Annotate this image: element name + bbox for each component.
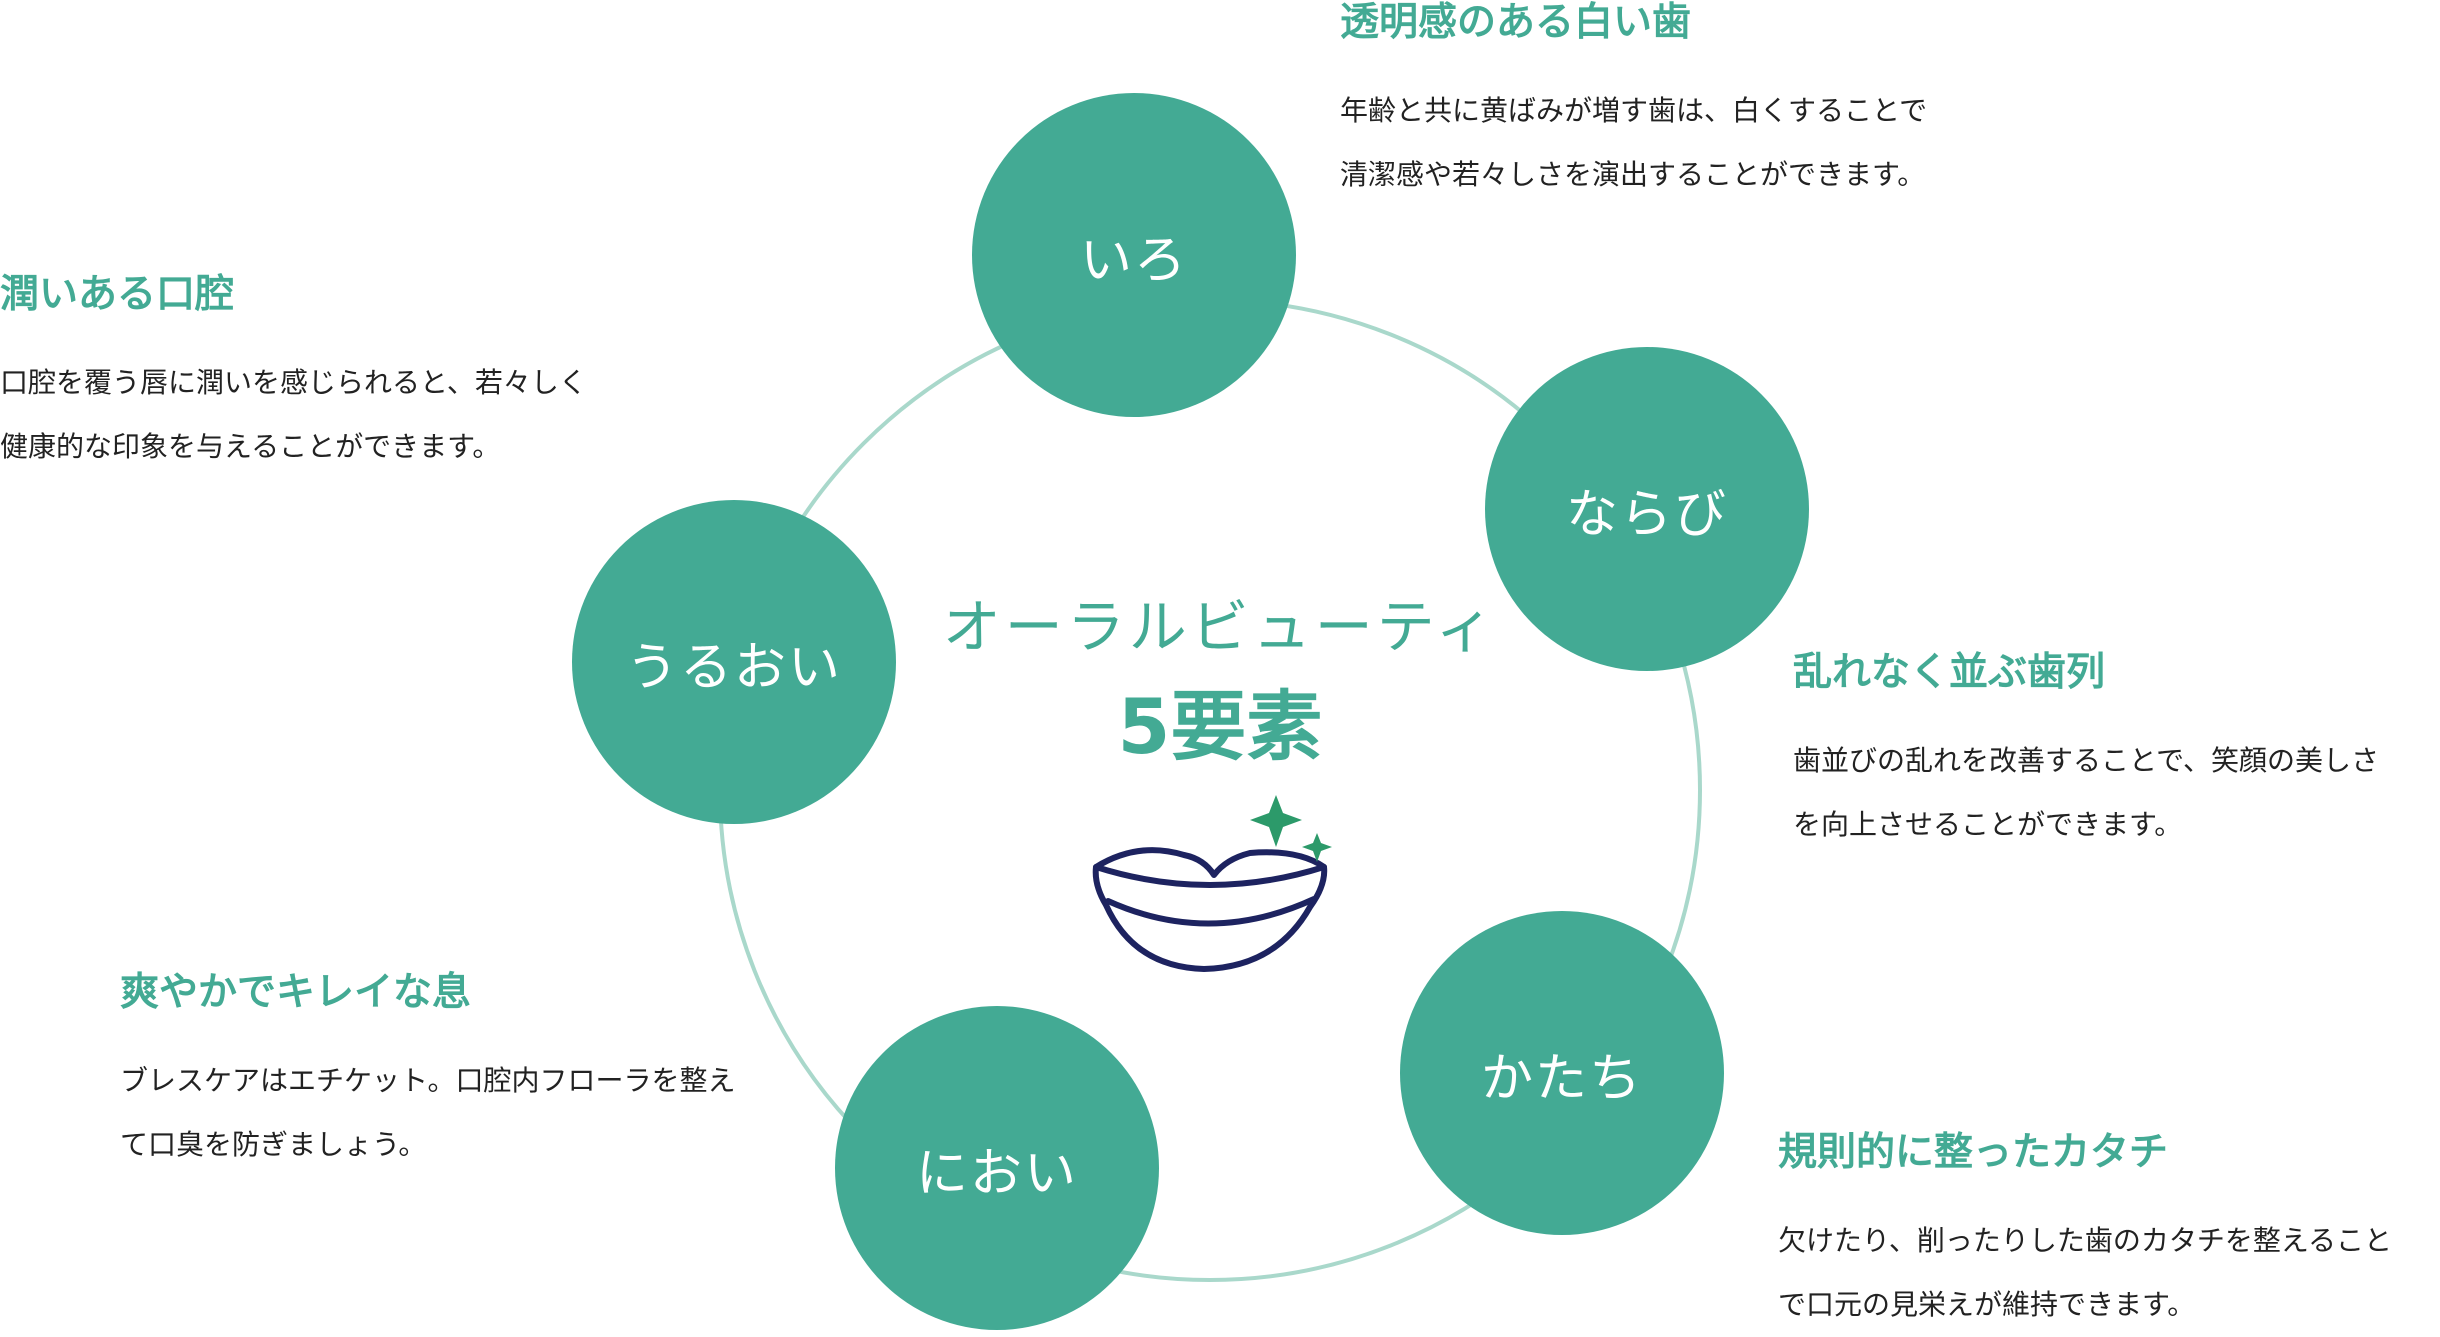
desc-uruoi-line-1: 口腔を覆う唇に潤いを感じられると、若々しく [0, 365, 587, 399]
desc-iro-line-1: 年齢と共に黄ばみが増す歯は、白くすることで [1340, 93, 1928, 127]
center-subtitle: 5要素 [1117, 682, 1323, 771]
node-narabi: ならび [1485, 347, 1809, 671]
desc-narabi-line-1: 歯並びの乱れを改善することで、笑顔の美しさ [1793, 743, 2380, 777]
desc-katachi-line-1: 欠けたり、削ったりした歯のカタチを整えること [1778, 1223, 2393, 1257]
node-katachi: かたち [1400, 911, 1724, 1235]
center-title: オーラルビューティ [942, 593, 1498, 661]
desc-katachi-line-2: で口元の見栄えが維持できます。 [1778, 1287, 2196, 1321]
node-nioi: におい [835, 1006, 1159, 1330]
desc-nioi: 爽やかでキレイな息 ブレスケアはエチケット。口腔内フローラを整え て口臭を防ぎま… [120, 970, 735, 1177]
desc-nioi-line-1: ブレスケアはエチケット。口腔内フローラを整え [120, 1063, 736, 1097]
lips-sparkle-icon [1092, 795, 1332, 972]
node-iro-label: いろ [1079, 230, 1188, 291]
desc-katachi-heading: 規則的に整ったカタチ [1778, 1130, 2169, 1175]
desc-narabi-heading: 乱れなく並ぶ歯列 [1793, 650, 2106, 695]
desc-iro-line-2: 清潔感や若々しさを演出することができます。 [1340, 157, 1926, 191]
desc-narabi: 乱れなく並ぶ歯列 歯並びの乱れを改善することで、笑顔の美しさ を向上させることが… [1793, 650, 2379, 857]
desc-nioi-heading: 爽やかでキレイな息 [120, 970, 472, 1015]
desc-uruoi-line-2: 健康的な印象を与えることができます。 [0, 429, 501, 463]
desc-uruoi: 潤いある口腔 口腔を覆う唇に潤いを感じられると、若々しく 健康的な印象を与えるこ… [0, 272, 587, 479]
desc-nioi-line-2: て口臭を防ぎましょう。 [120, 1127, 427, 1161]
desc-iro: 透明感のある白い歯 年齢と共に黄ばみが増す歯は、白くすることで 清潔感や若々しさ… [1340, 0, 1927, 207]
node-katachi-label: かたち [1480, 1048, 1643, 1109]
desc-narabi-line-2: を向上させることができます。 [1793, 807, 2183, 841]
node-uruoi-label: うるおい [625, 637, 842, 698]
node-narabi-label: ならび [1565, 484, 1728, 545]
node-uruoi: うるおい [572, 500, 896, 824]
node-iro: いろ [972, 93, 1296, 417]
desc-katachi: 規則的に整ったカタチ 欠けたり、削ったりした歯のカタチを整えること で口元の見栄… [1778, 1130, 2392, 1337]
desc-iro-heading: 透明感のある白い歯 [1340, 0, 1692, 45]
desc-uruoi-heading: 潤いある口腔 [0, 272, 235, 317]
node-nioi-label: におい [915, 1143, 1078, 1204]
